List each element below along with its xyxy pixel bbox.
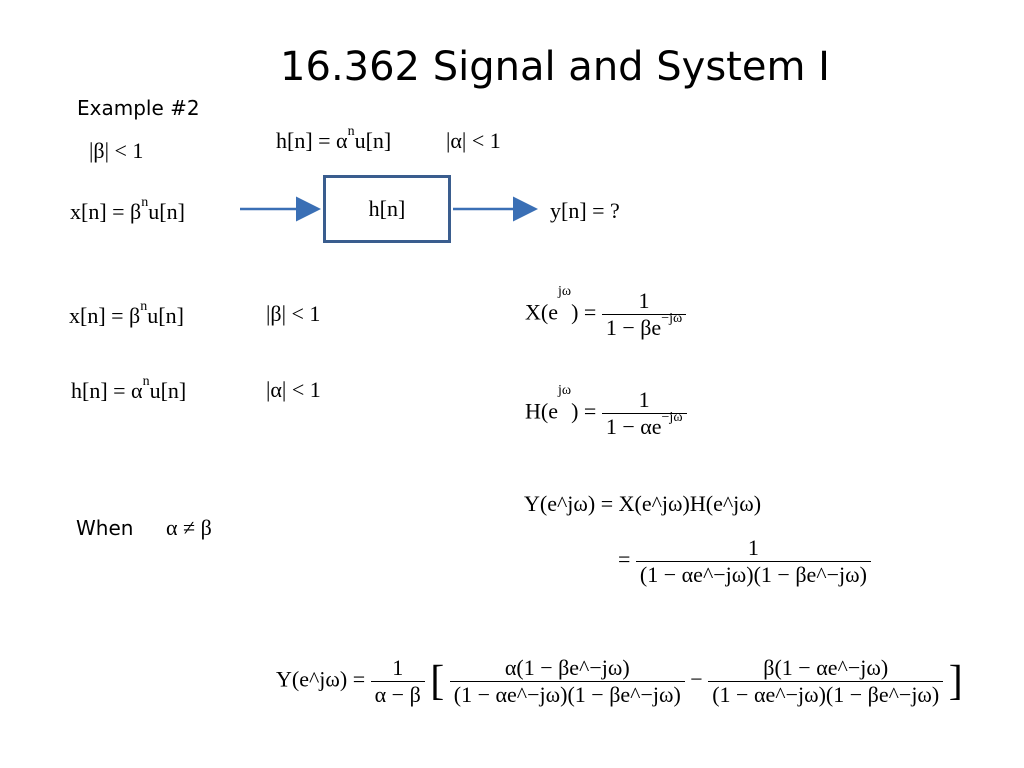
- slide-title: 16.362 Signal and System I: [280, 44, 830, 90]
- coefficient-denominator: α − β: [370, 681, 425, 708]
- y-transform-fraction-line: = 1 (1 − αe^−jω)(1 − βe^−jω): [618, 535, 871, 588]
- x-in-text: x[n] = β: [70, 199, 142, 224]
- term2-fraction: β(1 − αe^−jω) (1 − αe^−jω)(1 − βe^−jω): [708, 655, 944, 708]
- term1-numerator: α(1 − βe^−jω): [504, 655, 630, 680]
- h-transform-fraction: 1 1 − αe−jω: [601, 387, 687, 440]
- right-bracket: ]: [948, 658, 963, 705]
- term1-denominator: (1 − αe^−jω)(1 − βe^−jω): [449, 681, 685, 708]
- example-label: Example #2: [77, 96, 200, 120]
- term1-fraction: α(1 − βe^−jω) (1 − αe^−jω)(1 − βe^−jω): [449, 655, 685, 708]
- x-in-tail: u[n]: [148, 199, 185, 224]
- input-signal: x[n] = βnu[n]: [70, 195, 185, 225]
- x2-tail: u[n]: [147, 303, 184, 328]
- alpha-condition-repeat: |α| < 1: [266, 377, 321, 402]
- x-den-text: 1 − βe: [605, 315, 662, 340]
- h-transform-lhs-exp: jω: [557, 383, 572, 398]
- h-transform-numerator: 1: [638, 387, 650, 412]
- y-transform-product: Y(e^jω) = X(e^jω)H(e^jω): [524, 491, 762, 516]
- y-final-lhs: Y(e^jω) =: [276, 666, 366, 692]
- x-transform-numerator: 1: [638, 288, 650, 313]
- h-transform-lhs: H(e: [525, 398, 558, 424]
- h-transform-denominator: 1 − αe−jω: [601, 410, 687, 440]
- x-transform-fraction: 1 1 − βe−jω: [601, 288, 687, 341]
- system-block: h[n]: [323, 175, 451, 243]
- alpha-not-equal-beta: α ≠ β: [166, 515, 212, 540]
- coefficient-fraction: 1 α − β: [370, 655, 425, 708]
- h2-exponent: n: [142, 374, 150, 389]
- term2-denominator: (1 − αe^−jω)(1 − βe^−jω): [708, 681, 944, 708]
- beta-condition-repeat: |β| < 1: [266, 301, 321, 326]
- x-transform-lhs: X(e: [525, 299, 558, 325]
- x2-text: x[n] = β: [69, 303, 141, 328]
- impulse-response-definition: h[n] = αnu[n]: [276, 124, 392, 154]
- minus-sign: −: [690, 666, 703, 692]
- beta-condition: |β| < 1: [89, 138, 144, 163]
- system-block-label: h[n]: [368, 196, 406, 221]
- x-transform-lhs-tail: ) =: [571, 299, 597, 325]
- term2-numerator: β(1 − αe^−jω): [763, 655, 889, 680]
- input-signal-repeat: x[n] = βnu[n]: [69, 299, 184, 329]
- coefficient-numerator: 1: [392, 655, 404, 680]
- x-den-exp: −jω: [661, 311, 683, 326]
- x-transform-denominator: 1 − βe−jω: [601, 311, 687, 341]
- h-def-tail: u[n]: [354, 128, 392, 153]
- h-def-exponent: n: [347, 124, 355, 139]
- h2-tail: u[n]: [149, 378, 187, 403]
- impulse-response-repeat: h[n] = αnu[n]: [71, 374, 187, 404]
- output-signal: y[n] = ?: [550, 198, 620, 223]
- x-transform-lhs-exp: jω: [557, 284, 572, 299]
- h-den-exp: −jω: [661, 410, 683, 425]
- y-transform-denominator: (1 − αe^−jω)(1 − βe^−jω): [635, 561, 871, 588]
- x2-exponent: n: [140, 299, 148, 314]
- h-def-text: h[n] = α: [276, 128, 348, 153]
- alpha-condition: |α| < 1: [446, 128, 501, 153]
- h-transform-lhs-tail: ) =: [571, 398, 597, 424]
- x-transform-equation: X(ejω) = 1 1 − βe−jω: [525, 284, 687, 341]
- h2-text: h[n] = α: [71, 378, 143, 403]
- equals-sign: =: [618, 546, 631, 572]
- when-label: When: [76, 516, 134, 540]
- partial-fraction-expansion: Y(e^jω) = 1 α − β [ α(1 − βe^−jω) (1 − α…: [276, 655, 963, 708]
- x-in-exponent: n: [141, 195, 149, 210]
- left-bracket: [: [430, 658, 445, 705]
- y-transform-fraction: 1 (1 − αe^−jω)(1 − βe^−jω): [635, 535, 871, 588]
- h-transform-equation: H(ejω) = 1 1 − αe−jω: [525, 383, 687, 440]
- y-transform-numerator: 1: [747, 535, 759, 560]
- h-den-text: 1 − αe: [605, 414, 662, 439]
